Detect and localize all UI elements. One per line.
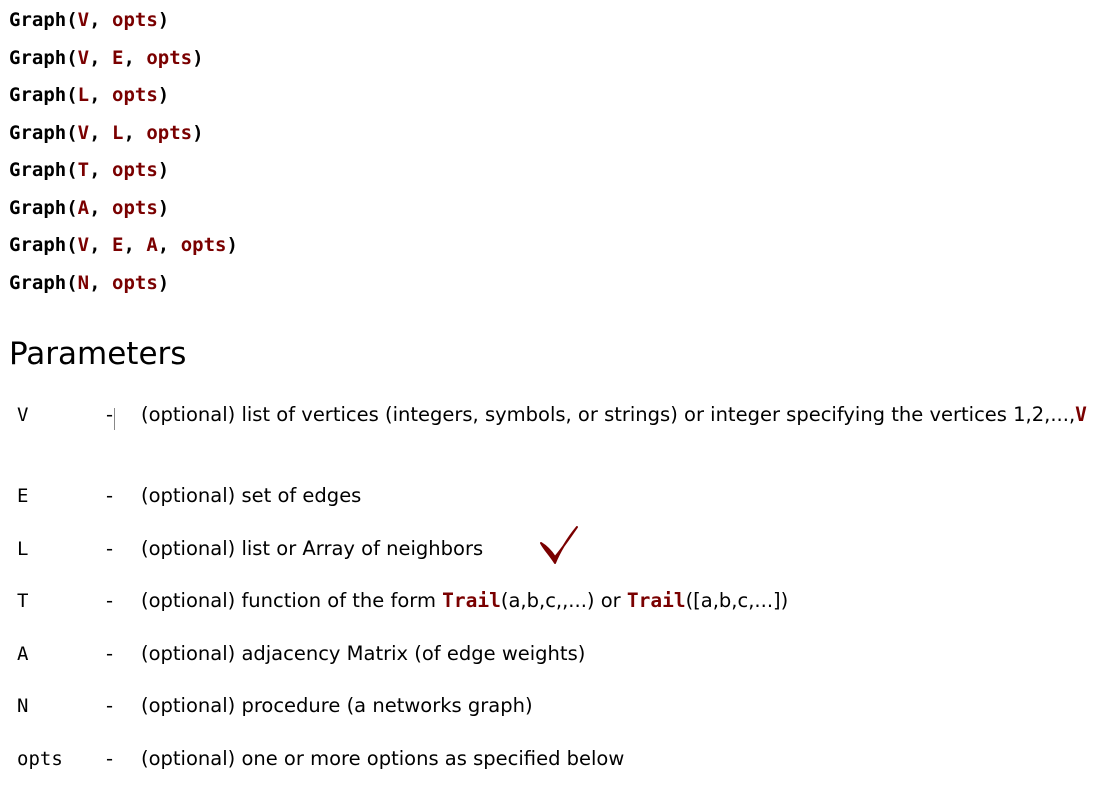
parameter-dash: - (106, 747, 114, 770)
argument-name: opts (112, 271, 158, 294)
function-name: Graph (9, 196, 67, 219)
parameter-dash: - (106, 642, 114, 665)
parameter-row: V - (optional) list of vertices (integers,… (17, 400, 1092, 460)
description-text: (optional) adjacency Matrix (of edge wei… (141, 642, 586, 665)
parameter-dash: - (106, 694, 114, 717)
parameter-row: N - (optional) procedure (a networks graph… (17, 691, 1092, 721)
description-text: (optional) function of the form (141, 589, 443, 612)
code-keyword: Trail (442, 589, 501, 612)
code-keyword: Trail (626, 589, 686, 612)
text-cursor (114, 408, 115, 430)
parameter-name: opts (17, 748, 63, 770)
calling-sequence-list: Graph(V, opts) Graph(V, E, opts) Graph(L, … (9, 6, 238, 306)
description-text: (a,b,c,,...) or (500, 589, 627, 612)
argument-name: V (77, 234, 90, 256)
parameter-row: T-(optional) function of the form Trail(… (17, 586, 1092, 616)
description-text: (optional) procedure (a networks graph) (141, 694, 533, 717)
argument-name: V (77, 9, 90, 31)
argument-name: opts (112, 9, 158, 31)
parameter-name: V (17, 404, 29, 426)
function-name: Graph (9, 121, 67, 144)
description-text: (optional) list or Array of neighbors (141, 537, 484, 560)
description-text: (optional) set of edges (141, 484, 362, 507)
parameter-row: L - (optional) list or Array of neighbors (17, 534, 1092, 564)
parameter-row: E - (optional) set of edges (17, 481, 1092, 511)
parameter-row: opts - (optional) one or more options as s… (17, 744, 1092, 774)
argument-name: opts (180, 234, 227, 256)
parameter-description: (optional) one or more options as specif… (141, 744, 1091, 774)
parameter-name: L (17, 538, 29, 560)
calling-sequence-line: Graph(V, opts) (9, 9, 170, 31)
parameters-heading: Parameters (9, 336, 187, 372)
parameter-description: (optional) list of vertices (integers, s… (141, 400, 1091, 430)
description-text: (optional) one or more options as specif… (141, 747, 625, 770)
parameter-dash: - (106, 403, 114, 426)
argument-name: opts (146, 121, 193, 144)
argument-name: A (146, 234, 158, 256)
argument-name: opts (112, 159, 158, 181)
parameter-row: A - (optional) adjacency Matrix (of edge w… (17, 639, 1092, 669)
parameter-description: (optional) list or Array of neighbors (141, 534, 1091, 564)
code-keyword: V (1075, 403, 1087, 426)
calling-sequence-line: Graph(A, opts) (9, 196, 170, 219)
argument-name: V (77, 46, 90, 69)
parameter-description: (optional) procedure (a networks graph) (141, 691, 1091, 721)
argument-name: E (112, 234, 124, 256)
parameter-description: (optional) function of the form Trail(a,… (141, 586, 1091, 616)
argument-name: opts (146, 46, 193, 69)
function-name: Graph (9, 84, 67, 106)
calling-sequence-line: Graph(V, L, opts) (9, 121, 204, 144)
calling-sequence-line: Graph(N, opts) (9, 271, 170, 294)
parameter-dash: - (106, 589, 114, 612)
calling-sequence-line: Graph(V, E, A, opts) (9, 234, 238, 256)
calling-sequence-line: Graph(L, opts) (9, 84, 170, 106)
parameter-dash: - (106, 537, 114, 560)
function-name: Graph (9, 159, 67, 181)
parameter-name: T (17, 590, 29, 612)
argument-name: T (77, 159, 90, 181)
parameter-name: E (17, 485, 29, 507)
parameter-name: A (17, 643, 29, 665)
parameter-name: N (17, 695, 29, 717)
description-text: (optional) list of vertices (integers, s… (141, 403, 1076, 426)
parameter-description: (optional) set of edges (141, 481, 1091, 511)
argument-name: opts (112, 84, 158, 106)
parameter-dash: - (106, 484, 114, 507)
argument-name: N (77, 271, 90, 294)
calling-sequence-line: Graph(T, opts) (9, 159, 170, 181)
function-name: Graph (9, 271, 67, 294)
argument-name: L (112, 121, 124, 144)
function-name: Graph (9, 234, 67, 256)
parameter-description: (optional) adjacency Matrix (of edge wei… (141, 639, 1091, 669)
function-name: Graph (9, 9, 67, 31)
calling-sequence-line: Graph(V, E, opts) (9, 46, 204, 69)
argument-name: L (77, 84, 90, 106)
argument-name: A (77, 196, 90, 219)
function-name: Graph (9, 46, 67, 69)
checkmark-icon (540, 526, 578, 564)
argument-name: E (112, 46, 124, 69)
description-text: ([a,b,c,...]) (685, 589, 789, 612)
argument-name: V (77, 121, 90, 144)
argument-name: opts (112, 196, 158, 219)
